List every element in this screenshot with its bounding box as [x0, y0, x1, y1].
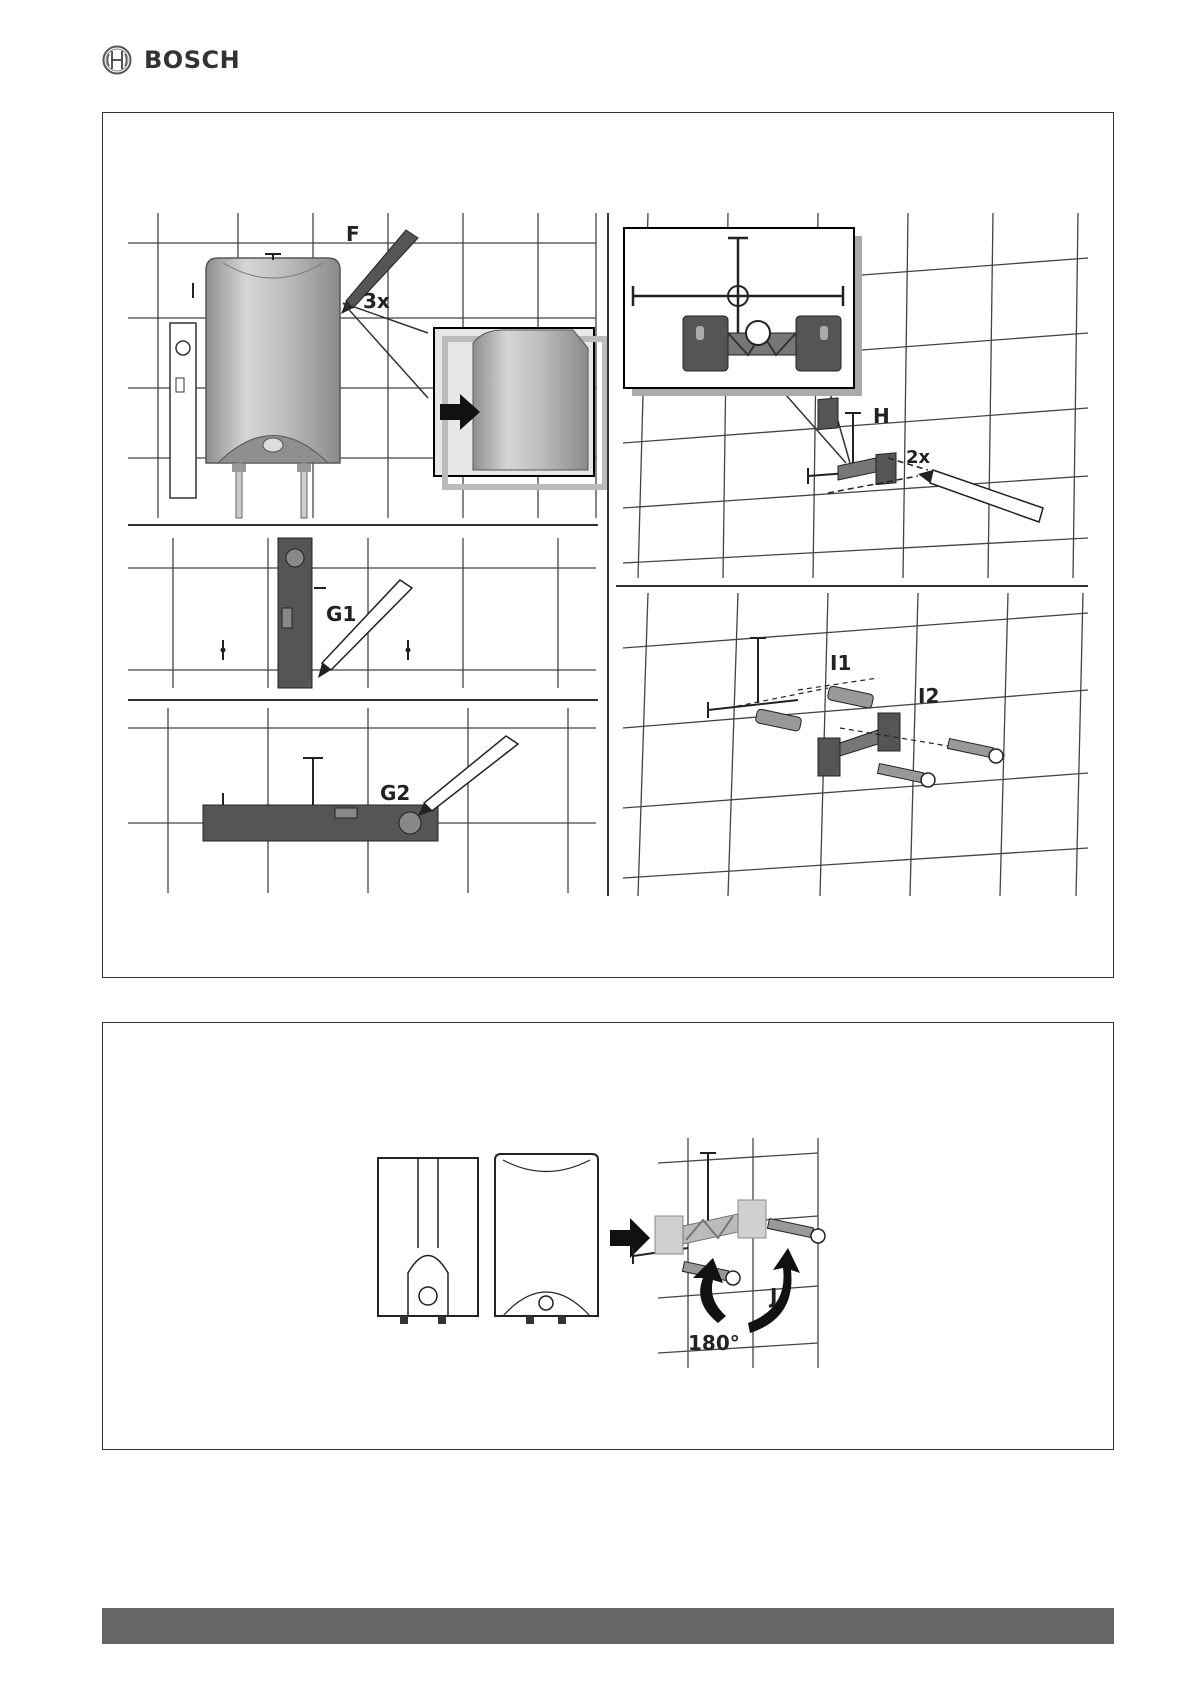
pencil-icon — [918, 470, 1043, 522]
label-f-count: 3x — [363, 289, 390, 313]
bracket-rotation-illustration: J 180° — [128, 1128, 1088, 1368]
water-heater-device — [495, 1154, 598, 1324]
label-h: H — [873, 404, 890, 428]
mounting-bracket — [818, 398, 838, 430]
brand-logo: BOSCH — [102, 44, 240, 76]
panel-g2: G2 — [128, 708, 596, 893]
water-heater-device — [378, 1158, 478, 1324]
mounting-bracket — [818, 738, 840, 776]
spirit-level — [170, 323, 196, 498]
footer-bar — [102, 1608, 1114, 1644]
label-g1: G1 — [326, 602, 356, 626]
figure-frame-2: J 180° — [102, 1022, 1114, 1450]
panel-g1: G1 — [128, 538, 596, 688]
label-i1: I1 — [830, 651, 851, 675]
panel-i: I1 I2 — [623, 593, 1088, 896]
figure-frame-1: F 3x G1 — [102, 112, 1114, 978]
label-i2: I2 — [918, 684, 939, 708]
label-g2: G2 — [380, 781, 410, 805]
arrow-right-icon — [610, 1218, 650, 1258]
label-j: J — [768, 1284, 777, 1308]
label-f: F — [346, 222, 360, 246]
bosch-armature-icon — [102, 45, 132, 75]
brand-name: BOSCH — [144, 46, 240, 74]
pencil-icon — [318, 580, 412, 678]
water-heater-device — [206, 258, 340, 518]
label-h-count: 2x — [906, 447, 931, 468]
label-rotation: 180° — [688, 1331, 740, 1355]
rotate-icon — [693, 1248, 800, 1333]
mounting-bracket — [655, 1200, 766, 1254]
mounting-steps-illustration: F 3x G1 — [128, 208, 1088, 898]
panel-h: H 2x — [623, 213, 1088, 578]
panel-f: F 3x — [128, 213, 605, 518]
